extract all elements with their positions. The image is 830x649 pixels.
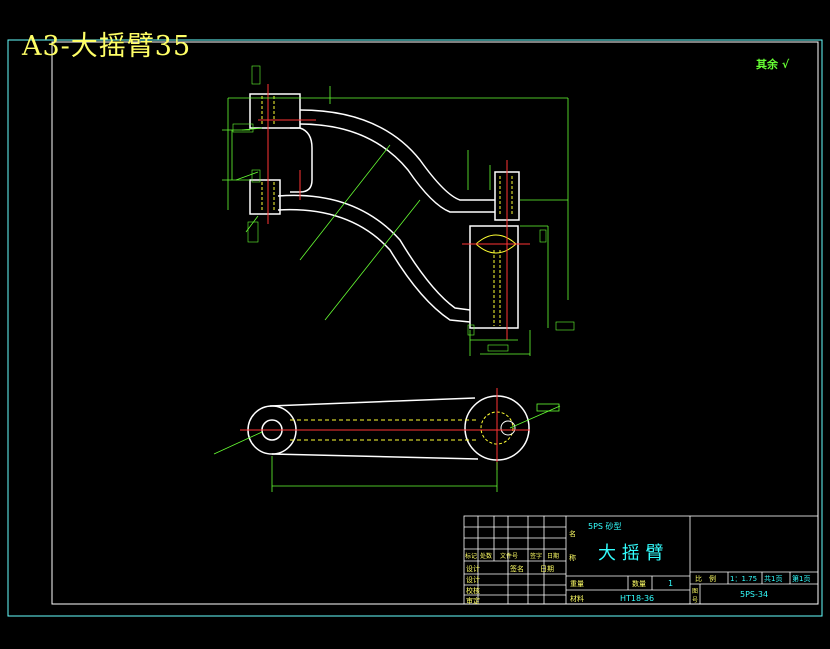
rev-header: 处数 (480, 552, 492, 560)
tb-material: HT18-36 (620, 594, 654, 603)
rev-header: 标记 (465, 552, 477, 560)
link-bottom-edge (271, 453, 479, 460)
left-web (290, 127, 313, 193)
arm-upper-inner (299, 123, 495, 213)
inner-border (51, 41, 819, 605)
tb-label-drawno-1: 图 (692, 588, 698, 595)
sign-header-row: 设计 签名 日期 (466, 564, 554, 573)
tb-label-qty: 数量 (632, 579, 646, 588)
sign-row-label: 设计 (466, 575, 480, 584)
arm-upper-outline (299, 109, 495, 201)
left-boss-top (249, 93, 301, 129)
sign-header: 设计 (466, 564, 480, 573)
title-block-text: 5PS 砂型 大 摇 臂 名 称 重量 数量 1 材料 HT18-36 比 例 … (569, 521, 810, 604)
right-hub-inner (480, 411, 514, 445)
tb-sheets-total: 共1页 (764, 574, 782, 583)
sign-header: 签名 (510, 564, 524, 573)
tb-scale: 1：1.75 (730, 575, 757, 583)
sign-row-label: 校核 (466, 586, 480, 595)
front-view (222, 65, 575, 356)
sign-header: 日期 (540, 565, 554, 573)
right-hub-bore (500, 420, 516, 436)
tb-label-scale: 比 例 (695, 574, 716, 583)
tb-label-drawno-2: 号 (692, 597, 698, 604)
surface-roughness-note: 其余 √ (756, 58, 790, 71)
left-boss-bottom (249, 179, 281, 215)
sheet-title: A3-大摇臂35 (22, 31, 192, 62)
tb-label-weight: 重量 (570, 580, 584, 588)
tb-quantity: 1 (668, 579, 673, 588)
tb-subtitle: 5PS 砂型 (588, 521, 622, 531)
outer-border (7, 39, 823, 617)
tb-part-name: 大 摇 臂 (598, 543, 663, 564)
tb-sheet-no: 第1页 (792, 574, 810, 583)
rev-header: 文件号 (500, 552, 518, 560)
sign-row-label: 审定 (466, 596, 480, 605)
tb-label-name2: 称 (569, 553, 576, 562)
title-block (463, 515, 819, 605)
link-top-edge (269, 397, 476, 407)
right-boss-body (469, 225, 519, 329)
rev-header: 日期 (547, 552, 559, 560)
rev-header: 签字 (530, 552, 542, 560)
tb-label-material: 材料 (570, 594, 584, 603)
top-dimensions (213, 403, 561, 492)
arm-lower-inner (277, 208, 471, 323)
sign-rows: 设计 校核 审定 (466, 575, 480, 605)
front-dim-labels (232, 65, 575, 352)
tb-label-name: 名 (569, 529, 576, 538)
tb-drawing-no: 5PS-34 (740, 590, 768, 599)
top-view (213, 388, 561, 492)
arm-lower-outline (277, 194, 471, 311)
revision-header-row: 标记 处数 文件号 签字 日期 (465, 552, 559, 560)
front-dimensions (222, 86, 569, 356)
